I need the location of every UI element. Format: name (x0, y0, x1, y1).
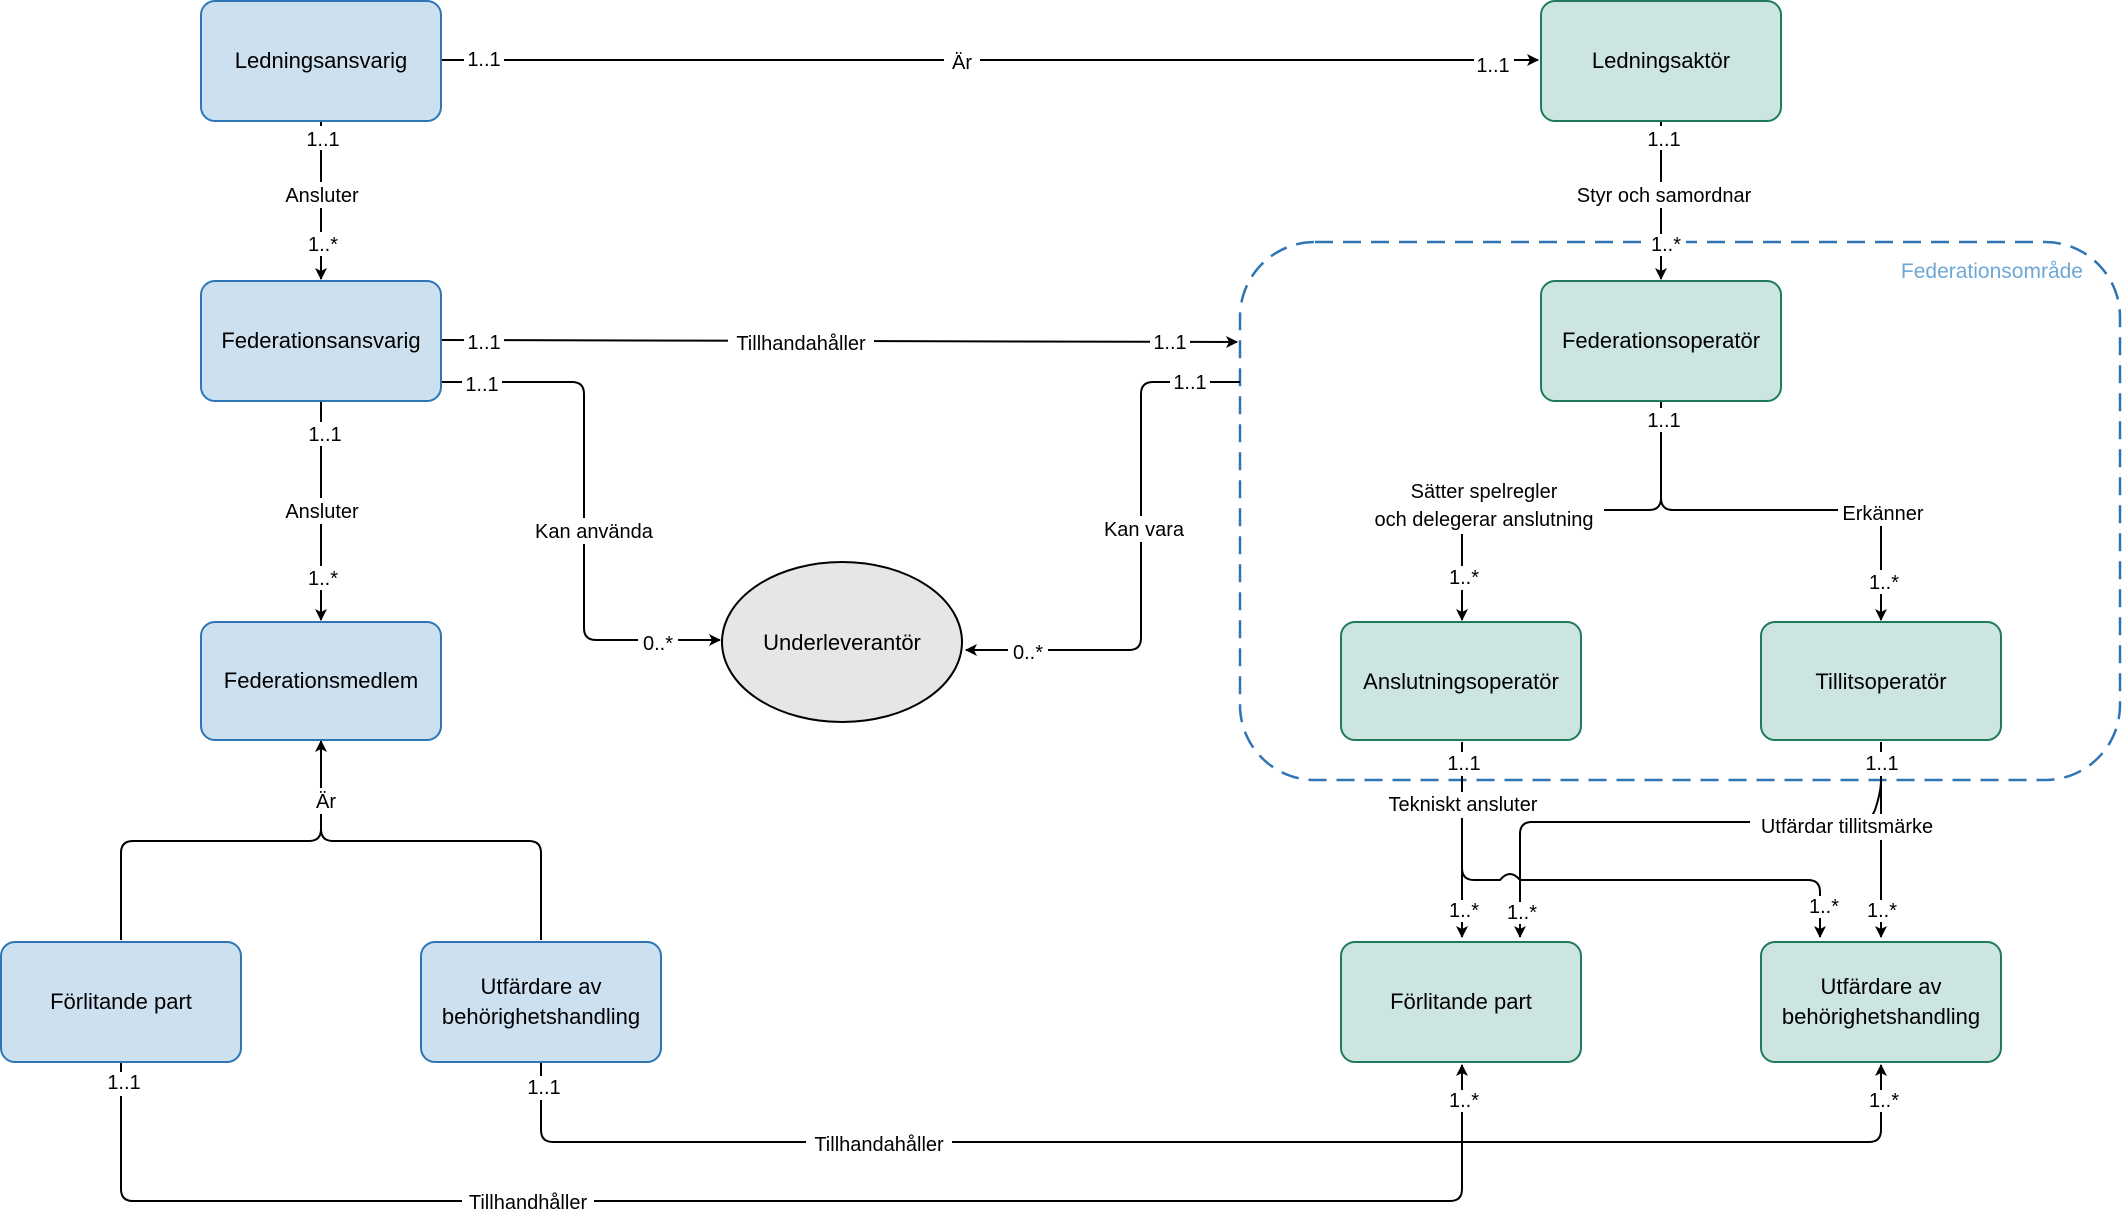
edge-kan-anvanda (442, 381, 721, 646)
edge-tillhandhaller-bottom (120, 1063, 1468, 1202)
edge-label-styr: Styr och samordnar (1577, 185, 1752, 207)
mult-ur-dst: 1..* (1869, 1090, 1899, 1112)
edge-label-erkanner: Erkänner (1842, 503, 1923, 525)
node-label-line-1: Utfärdare av (1820, 974, 1941, 999)
edge-ar-bottom-right (320, 828, 542, 940)
node-forlitande-part-left[interactable]: Förlitande part (0, 941, 242, 1063)
edge-label-kan-anvanda: Kan använda (535, 521, 654, 543)
node-label: Underleverantör (763, 630, 921, 655)
node-federationsansvarig[interactable]: Federationsansvarig (200, 280, 442, 402)
node-label-line-2: behörighetshandling (1782, 1004, 1980, 1029)
mult-fa-till-src: 1..1 (467, 332, 500, 354)
mult-ar-dst: 1..1 (1476, 55, 1509, 77)
node-utfardare-right[interactable]: Utfärdare av behörighetshandling (1760, 941, 2002, 1063)
edge-label-ar-bottom: Är (316, 791, 336, 813)
edge-label-tillhandhaller-bottom: Tillhandhåller (469, 1192, 588, 1214)
node-label: Federationsmedlem (224, 668, 418, 693)
mult-ul-src: 1..1 (527, 1077, 560, 1099)
node-ledningsansvarig[interactable]: Ledningsansvarig (200, 0, 442, 122)
node-forlitande-part-right[interactable]: Förlitande part (1340, 941, 1582, 1063)
mult-satter-dst: 1..* (1449, 567, 1479, 589)
mult-erk-dst: 1..* (1869, 572, 1899, 594)
mult-lak-styr-src: 1..1 (1647, 129, 1680, 151)
node-label: Federationsansvarig (221, 328, 420, 353)
node-label: Federationsoperatör (1562, 328, 1760, 353)
mult-lak-styr-dst: 1..* (1651, 234, 1681, 256)
node-federationsoperator[interactable]: Federationsoperatör (1540, 280, 1782, 402)
node-anslutningsoperator[interactable]: Anslutningsoperatör (1340, 621, 1582, 741)
mult-fo-src: 1..1 (1647, 410, 1680, 432)
mult-utf-dst2: 1..* (1867, 900, 1897, 922)
mult-fa-ans-dst: 1..* (308, 568, 338, 590)
mult-la-ans-src: 1..1 (306, 129, 339, 151)
edge-label-utfardar: Utfärdar tillitsmärke (1761, 816, 1933, 838)
edge-label-satter-line-1: Sätter spelregler (1411, 481, 1558, 503)
node-label: Förlitande part (1390, 989, 1532, 1014)
edge-tekniskt-2 (1461, 742, 1826, 938)
edge-label-tekniskt: Tekniskt ansluter (1389, 794, 1538, 816)
node-federationsmedlem[interactable]: Federationsmedlem (200, 621, 442, 741)
node-label: Anslutningsoperatör (1363, 669, 1559, 694)
edge-label-ansluter-1: Ansluter (285, 185, 359, 207)
node-ledningsaktor[interactable]: Ledningsaktör (1540, 0, 1782, 122)
node-label: Ledningsaktör (1592, 48, 1730, 73)
edge-label-ansluter-2: Ansluter (285, 501, 359, 523)
node-label-line-1: Utfärdare av (480, 974, 601, 999)
mult-grp-kan-dst: 0..* (1013, 642, 1043, 664)
node-label: Ledningsansvarig (235, 48, 407, 73)
mult-ao-src: 1..1 (1447, 753, 1480, 775)
federation-area-label: Federationsområde (1901, 260, 2083, 283)
node-label-line-2: behörighetshandling (442, 1004, 640, 1029)
edge-label-kan-vara: Kan vara (1104, 519, 1185, 541)
mult-fa-kan-src: 1..1 (465, 374, 498, 396)
node-tillitsoperator[interactable]: Tillitsoperatör (1760, 621, 2002, 741)
mult-fpr-dst: 1..* (1449, 1090, 1479, 1112)
mult-ar-src: 1..1 (467, 49, 500, 71)
multiplicities: 1..1 1..1 1..1 1..* 1..1 1..* 1..1 1..1 … (104, 48, 1904, 1112)
mult-fa-kan-dst: 0..* (643, 633, 673, 655)
edge-label-satter-line-2: och delegerar anslutning (1374, 509, 1593, 531)
mult-tek-dst1: 1..* (1449, 900, 1479, 922)
node-label: Tillitsoperatör (1815, 669, 1946, 694)
node-label: Förlitande part (50, 989, 192, 1014)
mult-fpl-src: 1..1 (107, 1072, 140, 1094)
mult-fa-ans-src: 1..1 (308, 424, 341, 446)
edge-label-tillhandahaller-mid: Tillhandahåller (736, 333, 866, 355)
edge-label-tillhandahaller-bottom: Tillhandahåller (814, 1134, 944, 1156)
edge-label-ar-top: Är (952, 52, 972, 74)
mult-grp-kan-src: 1..1 (1173, 372, 1206, 394)
mult-tek-dst2: 1..* (1809, 896, 1839, 918)
edge-ar-bottom (120, 740, 327, 940)
mult-utf-dst1: 1..* (1507, 902, 1537, 924)
edge-tillhandahaller-bottom (540, 1063, 1887, 1143)
mult-la-ans-dst: 1..* (308, 234, 338, 256)
mult-to-src: 1..1 (1865, 753, 1898, 775)
mult-fa-till-dst: 1..1 (1153, 332, 1186, 354)
node-utfardare-left[interactable]: Utfärdare av behörighetshandling (420, 941, 662, 1063)
edge-labels: Är Ansluter Styr och samordnar Tillhanda… (278, 48, 1940, 1216)
node-underleverantor[interactable]: Underleverantör (721, 561, 963, 723)
